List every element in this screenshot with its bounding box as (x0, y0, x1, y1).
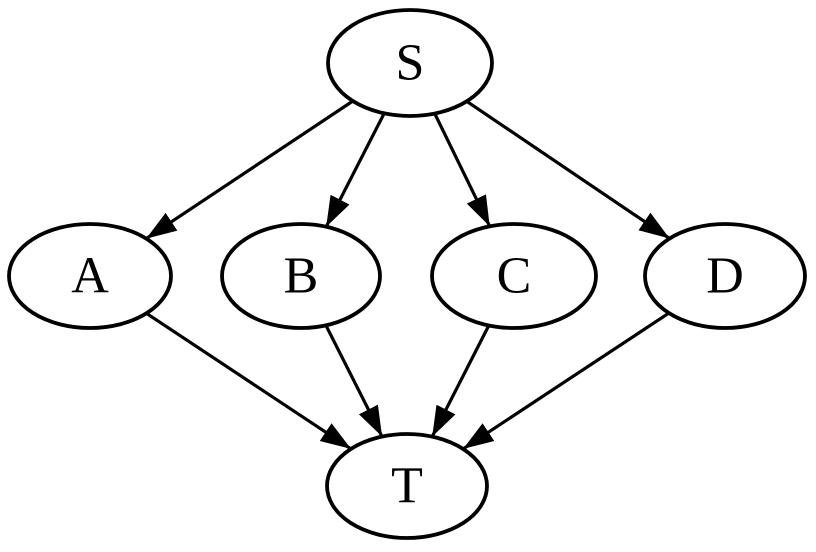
node-ellipse-C (430, 222, 598, 330)
edge-B-T (324, 324, 384, 438)
node-ellipse-T (325, 432, 489, 540)
edge-C-T (430, 324, 491, 438)
node-label-C: C (497, 248, 532, 305)
node-C: C (430, 222, 598, 330)
node-ellipse-S (326, 8, 494, 118)
node-ellipse-D (643, 222, 807, 330)
node-T: T (325, 432, 489, 540)
node-ellipse-B (220, 222, 382, 330)
edge-S-A (145, 99, 354, 240)
node-label-B: B (284, 248, 319, 305)
edge-S-C (433, 112, 492, 228)
node-label-T: T (391, 458, 423, 515)
node-label-A: A (71, 248, 109, 305)
edge-A-T (145, 311, 352, 451)
node-A: A (7, 222, 173, 330)
node-S: S (326, 8, 494, 118)
node-D: D (643, 222, 807, 330)
node-ellipse-A (7, 222, 173, 330)
edge-S-B (324, 112, 386, 228)
edge-S-D (465, 99, 671, 240)
node-B: B (220, 222, 382, 330)
node-label-D: D (706, 248, 744, 305)
edge-D-T (462, 311, 670, 451)
node-label-S: S (396, 35, 425, 92)
